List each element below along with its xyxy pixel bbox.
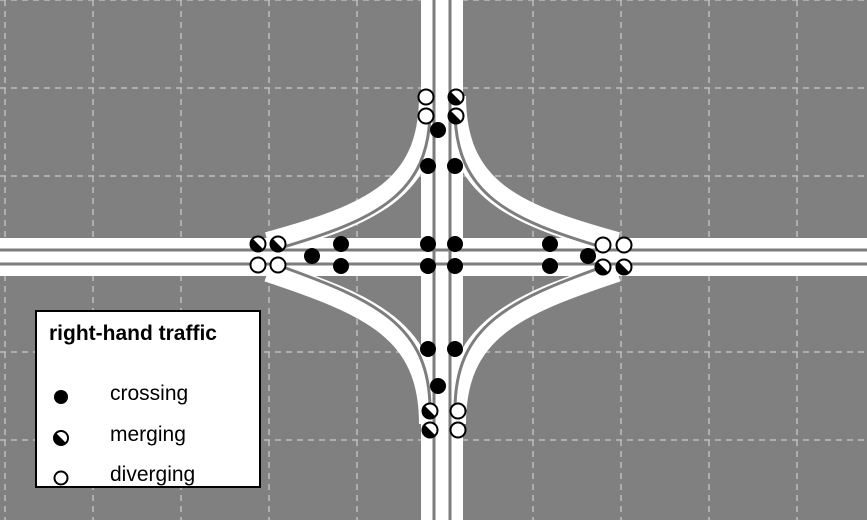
ramp-divider-nw: [279, 109, 432, 250]
crossing-point: [542, 236, 558, 252]
merging-point: [447, 107, 465, 125]
merging-point: [594, 258, 612, 276]
diverging-point: [417, 88, 435, 106]
ramp-sw: [264, 260, 441, 425]
merging-point: [269, 235, 287, 253]
legend-box: right-hand traffic crossing merging dive…: [35, 310, 261, 488]
crossing-point: [333, 258, 349, 274]
ramp-divider-se: [453, 264, 606, 411]
merging-point: [421, 421, 439, 439]
ramp-nw: [265, 95, 441, 254]
legend-label-diverging: diverging: [110, 463, 196, 486]
crossing-point: [420, 158, 436, 174]
crossing-point: [447, 236, 463, 252]
crossing-point: [542, 258, 558, 274]
ramp-se: [444, 260, 621, 425]
crossing-point: [430, 378, 446, 394]
merging-point: [421, 402, 439, 420]
merging-point: [447, 88, 465, 106]
crossing-point: [430, 122, 446, 138]
ramp-divider-ne: [453, 109, 606, 250]
open-circle-icon: [53, 470, 69, 486]
diverging-point: [615, 236, 633, 254]
ramp-ne: [444, 95, 620, 254]
ramp-divider-sw: [279, 264, 432, 411]
legend-label-merging: merging: [110, 423, 186, 446]
crossing-point: [304, 248, 320, 264]
legend-title: right-hand traffic: [49, 322, 217, 345]
crossing-point: [420, 341, 436, 357]
diverging-point: [449, 421, 467, 439]
crossing-point: [447, 258, 463, 274]
conflict-points: [249, 88, 633, 439]
legend-label-crossing: crossing: [110, 382, 189, 405]
crossing-point: [420, 258, 436, 274]
diverging-point: [249, 256, 267, 274]
legend-item-diverging: diverging: [37, 463, 259, 493]
crossing-point: [447, 158, 463, 174]
legend-item-merging: merging: [37, 423, 259, 453]
filled-circle-icon: [54, 390, 68, 404]
diverging-point: [449, 402, 467, 420]
half-filled-circle-icon: [53, 430, 69, 446]
diverging-point: [269, 256, 287, 274]
legend-item-crossing: crossing: [37, 382, 259, 412]
crossing-point: [447, 341, 463, 357]
crossing-point: [333, 236, 349, 252]
crossing-point: [420, 236, 436, 252]
diverging-point: [594, 236, 612, 254]
crossing-point: [580, 248, 596, 264]
merging-point: [249, 235, 267, 253]
diverging-point: [417, 107, 435, 125]
merging-point: [615, 258, 633, 276]
